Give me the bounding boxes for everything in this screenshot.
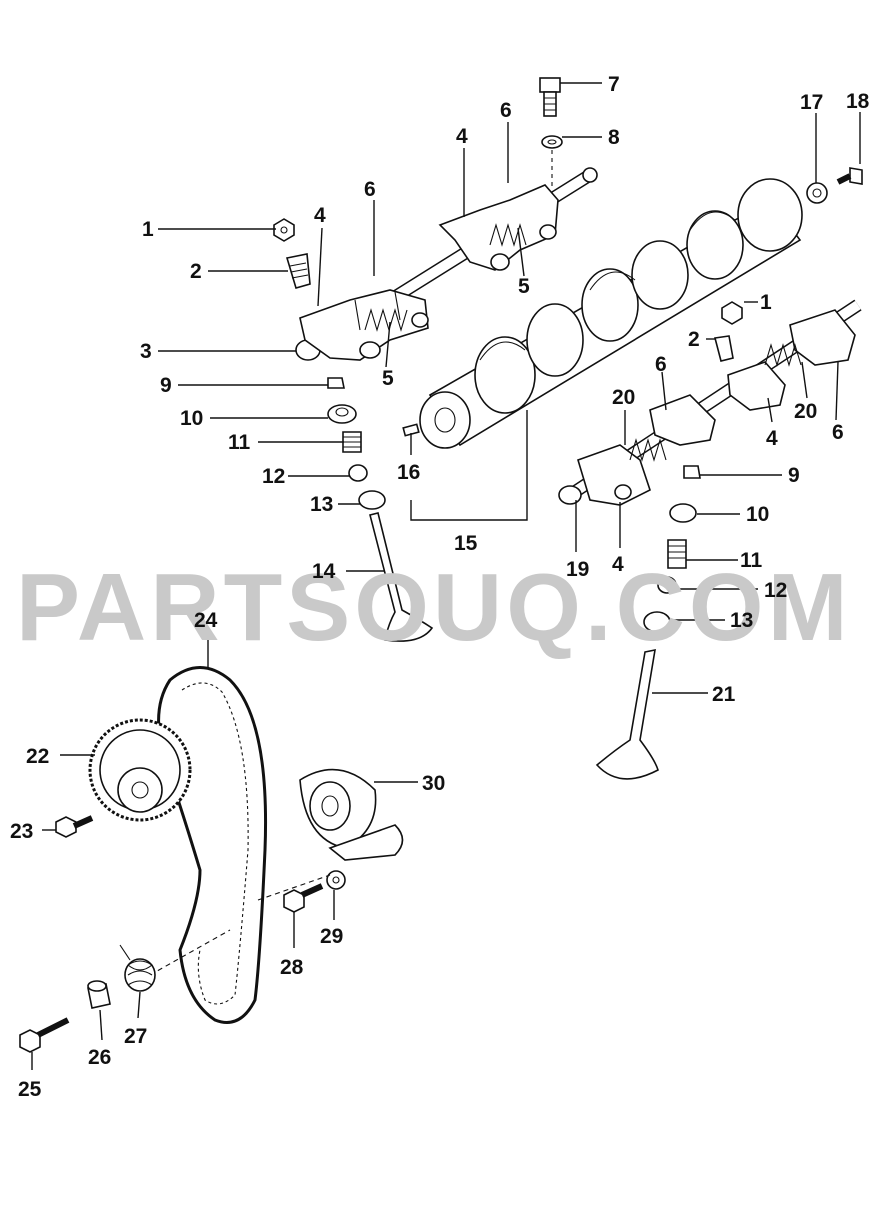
valve-spring-right xyxy=(667,539,687,569)
valve-seal-right xyxy=(657,576,677,594)
adjusting-screw-left xyxy=(285,253,311,289)
callout-label: 28 xyxy=(280,956,304,979)
bolt-28 xyxy=(283,883,324,913)
adjusting-screw-right xyxy=(713,335,734,362)
callout-label: 3 xyxy=(140,340,152,363)
callout-labels: 1 2 3 4 4 5 5 6 6 7 8 9 10 11 12 13 14 1… xyxy=(10,73,870,1101)
callout-label: 4 xyxy=(766,427,778,450)
callout-label: 9 xyxy=(788,464,800,487)
rocker-arm-right-3 xyxy=(727,361,786,411)
camshaft-pulley xyxy=(88,718,192,822)
adjusting-nut-right xyxy=(721,301,743,325)
rocker-spring-left-2 xyxy=(489,223,527,247)
rocker-arm-left-1 xyxy=(299,289,429,361)
callout-label: 26 xyxy=(88,1046,111,1069)
callout-label: 1 xyxy=(760,291,772,314)
valve-keeper-right xyxy=(683,465,701,479)
tensioner-spring xyxy=(119,944,156,992)
callout-label: 15 xyxy=(454,532,478,555)
valve-left xyxy=(369,512,434,642)
callout-label: 12 xyxy=(262,465,285,488)
callout-label: 19 xyxy=(566,558,589,581)
callout-label: 10 xyxy=(180,407,203,430)
washer-29 xyxy=(326,870,346,890)
bolt-23 xyxy=(55,815,94,838)
callout-label: 20 xyxy=(794,400,817,423)
bolt-18 xyxy=(836,167,863,185)
callout-label: 27 xyxy=(124,1025,147,1048)
valve-keeper-left xyxy=(327,377,345,389)
bolt-25 xyxy=(19,1017,70,1053)
valve-seat-left xyxy=(358,490,386,510)
callout-label: 22 xyxy=(26,745,49,768)
callout-label: 20 xyxy=(612,386,635,409)
callout-label: 6 xyxy=(364,178,376,201)
valve-retainer-right xyxy=(669,503,697,523)
callout-label: 6 xyxy=(655,353,667,376)
tensioner-pulley xyxy=(299,768,404,861)
washer-17 xyxy=(806,182,828,204)
valve-right xyxy=(595,648,659,780)
callout-label: 6 xyxy=(832,421,844,444)
callout-label: 16 xyxy=(397,461,420,484)
timing-belt xyxy=(157,666,268,1024)
callout-label: 5 xyxy=(382,367,394,390)
callout-label: 11 xyxy=(228,431,251,454)
rocker-arm-right-1 xyxy=(577,444,651,506)
rocker-spring-right-1 xyxy=(629,438,667,462)
callout-label: 24 xyxy=(194,609,218,632)
callout-label: 14 xyxy=(312,560,336,583)
callout-label: 9 xyxy=(160,374,172,397)
valve-retainer-left xyxy=(327,404,357,424)
callout-label: 6 xyxy=(500,99,512,122)
callout-label: 4 xyxy=(456,125,468,148)
callout-label: 11 xyxy=(740,549,763,572)
rocker-spring-right-2 xyxy=(764,343,802,367)
leader-lines xyxy=(31,82,861,1070)
rocker-spring-left-1 xyxy=(364,308,408,332)
callout-label: 23 xyxy=(10,820,33,843)
washer-top xyxy=(541,135,563,149)
callout-label: 2 xyxy=(190,260,202,283)
camshaft-pin xyxy=(402,423,420,437)
callout-label: 2 xyxy=(688,328,700,351)
valve-spring-left xyxy=(342,431,362,453)
callout-label: 5 xyxy=(518,275,530,298)
camshaft xyxy=(419,178,803,449)
callout-label: 18 xyxy=(846,90,870,113)
bolt-top xyxy=(539,77,561,117)
callout-label: 7 xyxy=(608,73,620,96)
spacer-26 xyxy=(87,980,111,1009)
valve-seat-right xyxy=(643,611,671,633)
adjusting-nut-left xyxy=(273,218,295,242)
callout-label: 21 xyxy=(712,683,736,706)
watermark-text: PARTSOUQ.COM xyxy=(16,554,852,661)
rocker-arm-left-2 xyxy=(438,184,559,271)
callout-label: 10 xyxy=(746,503,769,526)
callout-label: 4 xyxy=(314,204,326,227)
callout-label: 4 xyxy=(612,553,624,576)
callout-label: 1 xyxy=(142,218,154,241)
callout-label: 13 xyxy=(310,493,333,516)
rocker-arm-right-4 xyxy=(789,309,856,366)
valve-seal-left xyxy=(348,464,368,482)
callout-label: 13 xyxy=(730,609,753,632)
callout-label: 30 xyxy=(422,772,445,795)
callout-label: 29 xyxy=(320,925,343,948)
callout-label: 25 xyxy=(18,1078,42,1101)
callout-label: 12 xyxy=(764,579,787,602)
callout-label: 17 xyxy=(800,91,823,114)
callout-label: 8 xyxy=(608,126,620,149)
